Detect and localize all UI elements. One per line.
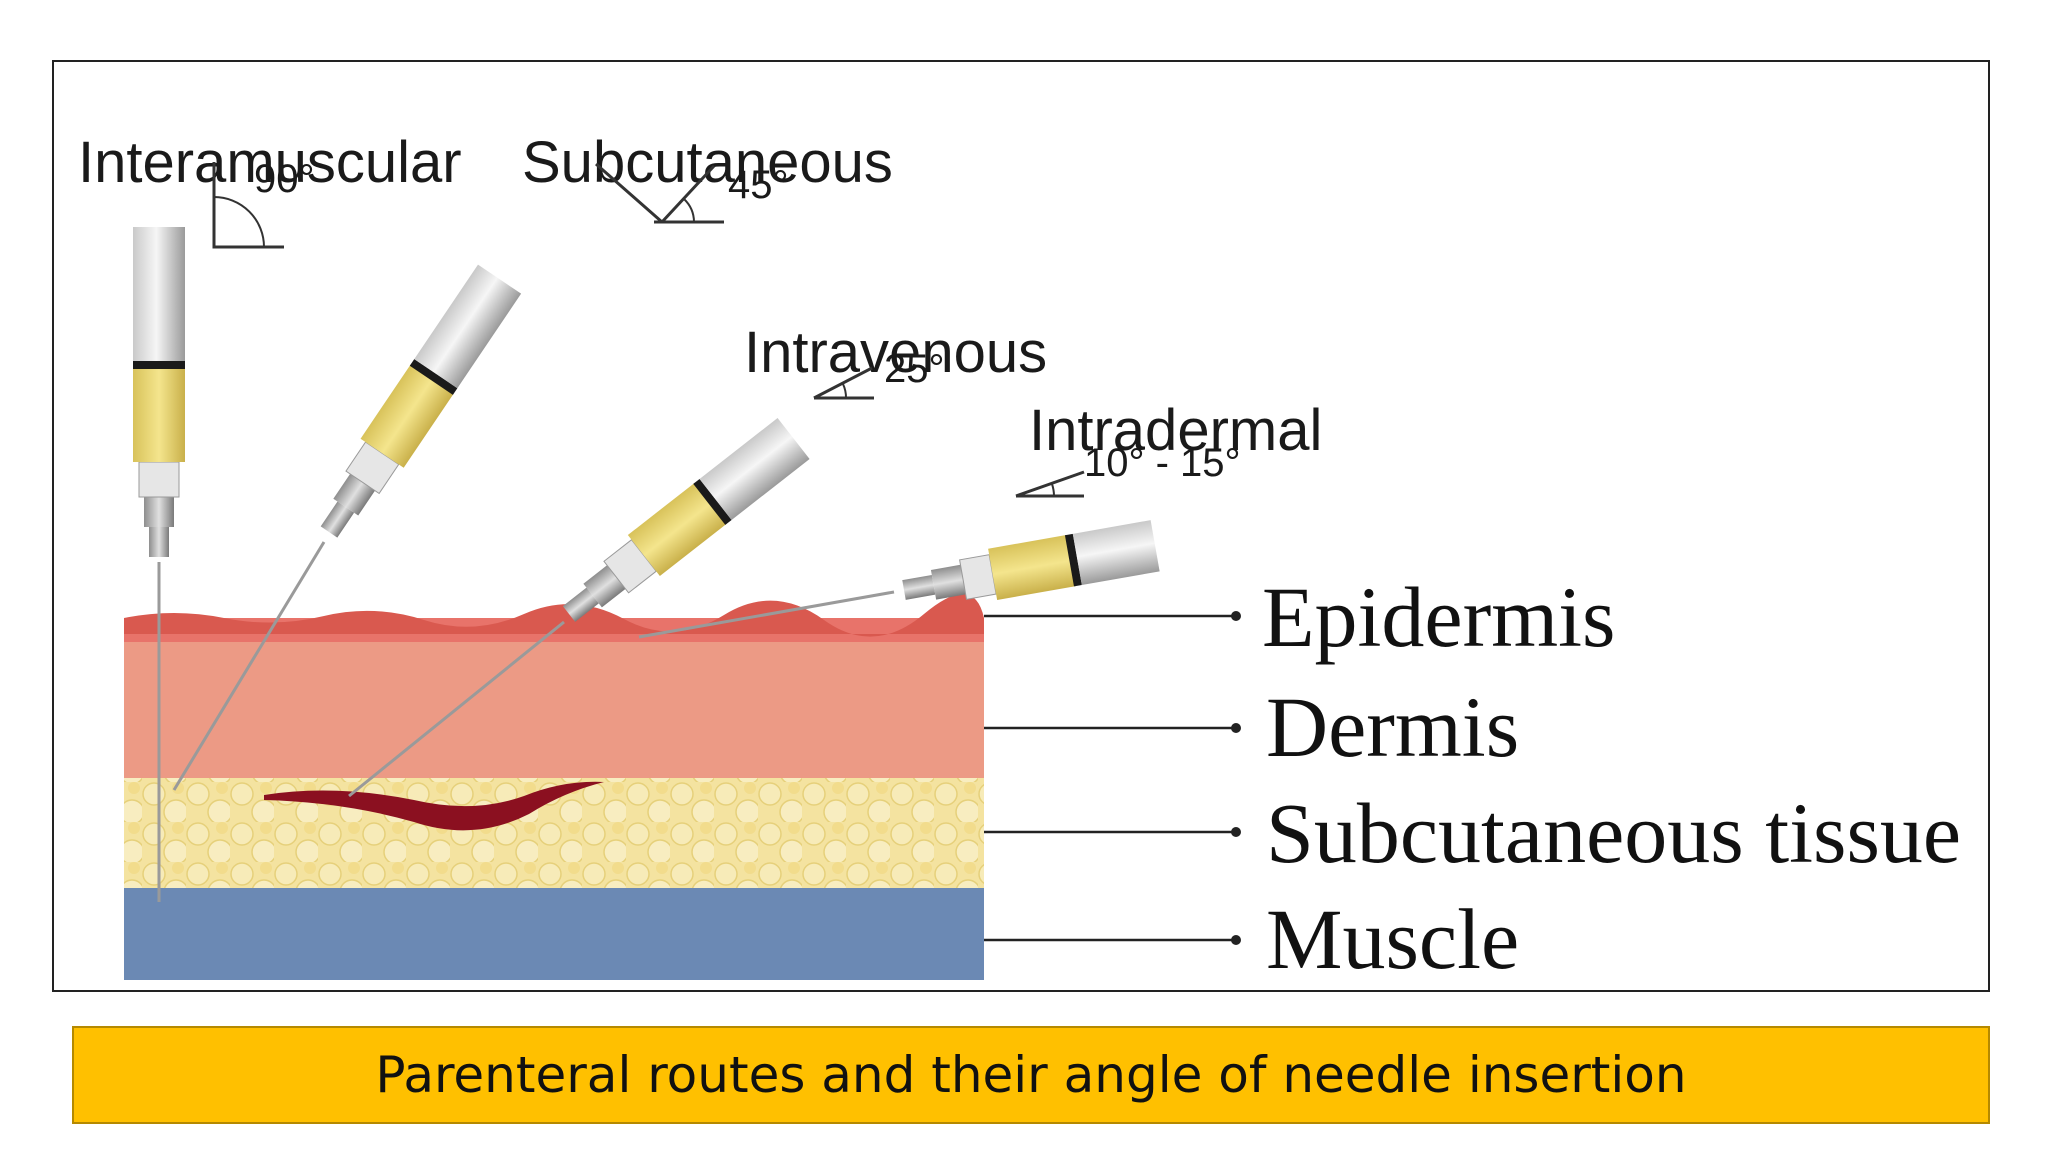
angle-symbol-90 (212, 162, 284, 249)
route-label-interamuscular: Interamuscular (78, 130, 462, 195)
angle-label-10-15: 10° - 15° (1084, 441, 1241, 485)
skin-cross-section (124, 593, 984, 980)
epidermis-ridge (124, 593, 984, 637)
layer-leader-lines (984, 614, 1234, 942)
layer-label-dermis: Dermis (1266, 679, 1519, 775)
layer-label-subcutaneous-tissue: Subcutaneous tissue (1266, 785, 1961, 881)
layer-leader-dots (1231, 611, 1241, 945)
angle-symbol-25 (813, 366, 874, 400)
needle-intradermal (638, 590, 895, 639)
angle-label-25: 25° (884, 347, 945, 391)
syringe-subcutaneous (320, 264, 522, 538)
caption-bar: Parenteral routes and their angle of nee… (72, 1026, 1990, 1124)
angle-symbol-10-15 (1015, 470, 1085, 498)
syringe-intradermal (902, 520, 1160, 600)
route-label-intradermal: Intradermal (1029, 398, 1322, 463)
layer-label-epidermis: Epidermis (1262, 569, 1616, 665)
syringe-intravenous (562, 418, 810, 622)
layer-label-muscle: Muscle (1266, 891, 1519, 987)
route-label-subcutaneous: Subcutaneous (522, 130, 893, 195)
angle-symbol-45 (595, 162, 724, 224)
route-label-intravenous: Intravenous (744, 320, 1047, 385)
layer-dermis (124, 642, 984, 780)
layer-muscle (124, 888, 984, 980)
caption-text: Parenteral routes and their angle of nee… (375, 1046, 1687, 1104)
angle-label-45: 45° (728, 163, 789, 207)
angle-label-90: 90° (254, 157, 315, 201)
vein (264, 781, 604, 831)
injection-diagram: Interamuscular Subcutaneous Intravenous … (78, 130, 1961, 987)
syringe-intramuscular (133, 227, 185, 557)
diagram-frame: Interamuscular Subcutaneous Intravenous … (52, 60, 1990, 992)
needle-intravenous (348, 620, 565, 798)
needle-subcutaneous (172, 541, 326, 791)
